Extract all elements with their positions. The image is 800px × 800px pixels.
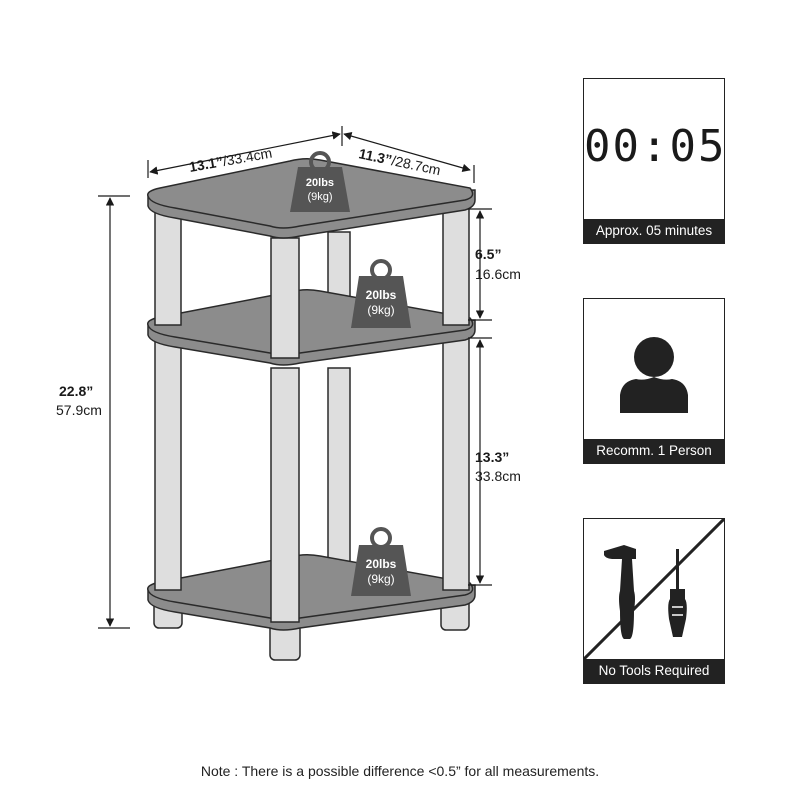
tools-label: No Tools Required (584, 659, 724, 683)
timer-readout: 00:05 (584, 121, 724, 172)
assembly-time-label: Approx. 05 minutes (584, 219, 724, 243)
weight-tag-lbs: 20lbs (366, 288, 397, 302)
tools-card: No Tools Required (583, 518, 725, 684)
weight-tag-kg: (9kg) (307, 191, 332, 203)
assembly-time-card: 00:05 Approx. 05 minutes (583, 78, 725, 244)
people-label: Recomm. 1 Person (584, 439, 724, 463)
weight-tag-middle: 20lbs (9kg) (351, 259, 411, 328)
upper-gap-cm: 16.6cm (475, 266, 521, 282)
height-inches: 22.8” (59, 383, 93, 399)
weight-tag-bottom: 20lbs (9kg) (351, 527, 411, 596)
weight-tag-lbs: 20lbs (366, 557, 397, 571)
weight-tag-kg: (9kg) (367, 303, 394, 317)
height-cm: 57.9cm (56, 402, 102, 418)
hammer-screwdriver-crossed-icon (584, 519, 724, 659)
depth-inches: 11.3” (357, 145, 393, 168)
top-width-inches: 13.1” (188, 153, 225, 175)
dimension-lines (98, 126, 492, 629)
person-icon (620, 337, 688, 413)
lower-gap-inches: 13.3” (475, 449, 509, 465)
weight-tag-lbs: 20lbs (306, 177, 334, 189)
shelf-unit (147, 157, 476, 661)
weight-tag-kg: (9kg) (367, 572, 394, 586)
upper-gap-inches: 6.5” (475, 246, 501, 262)
measurement-note: Note : There is a possible difference <0… (200, 763, 600, 779)
timer-display-icon: 00:05 (584, 79, 724, 219)
people-card: Recomm. 1 Person (583, 298, 725, 464)
lower-gap-cm: 33.8cm (475, 468, 521, 484)
